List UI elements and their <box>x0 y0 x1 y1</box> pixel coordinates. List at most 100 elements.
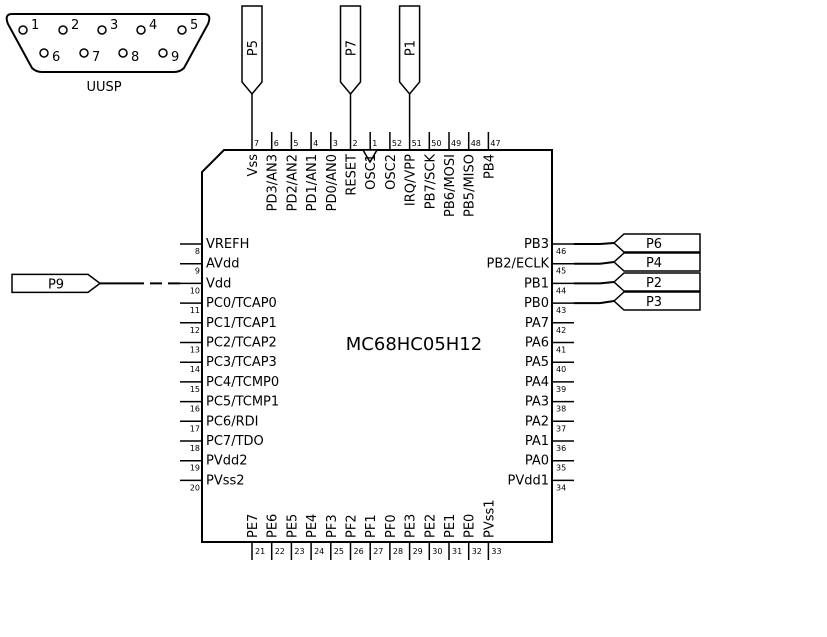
pin-number-35: 35 <box>556 464 566 473</box>
pin-name-47: PB4 <box>482 154 497 179</box>
connector-pin-circle <box>158 48 168 58</box>
pin-name-25: PF3 <box>325 514 340 538</box>
pin-name-10: Vdd <box>206 276 231 291</box>
pin-name-5: PD2/AN2 <box>285 154 300 211</box>
connector-pin-number: 4 <box>149 18 157 33</box>
pin-number-6: 6 <box>274 139 279 148</box>
net-flag-outline <box>11 273 102 294</box>
pin-name-18: PC7/TDO <box>206 434 264 449</box>
pin-name-14: PC3/TCAP3 <box>206 355 277 370</box>
net-flag-label: P7 <box>345 40 360 56</box>
pin-name-24: PE4 <box>305 514 320 538</box>
pin-name-19: PVdd2 <box>206 454 248 469</box>
net-flag-P1: P1 <box>398 5 421 132</box>
pin-name-52: OSC2 <box>384 154 399 190</box>
pin-number-17: 17 <box>190 424 200 433</box>
pin-name-51: IRQ/VPP <box>404 154 419 206</box>
pin-name-27: PF1 <box>364 514 379 538</box>
connector-pin-circle <box>58 25 68 35</box>
net-flag-outline <box>612 291 701 311</box>
net-flag-P9: P9 <box>11 273 180 294</box>
pin-number-50: 50 <box>431 139 441 148</box>
connector-pin-circle <box>79 48 89 58</box>
pin-number-18: 18 <box>190 444 200 453</box>
pin-number-24: 24 <box>314 547 324 556</box>
net-flag-outline <box>612 272 701 292</box>
pin-number-20: 20 <box>190 483 200 492</box>
net-flag-label: P4 <box>646 256 662 271</box>
pin-number-40: 40 <box>556 365 566 374</box>
pin-number-33: 33 <box>491 547 501 556</box>
pin-number-29: 29 <box>413 547 423 556</box>
pin-name-36: PA1 <box>525 434 549 449</box>
pin-name-23: PE5 <box>285 514 300 538</box>
pin-number-45: 45 <box>556 267 566 276</box>
net-flag-outline <box>241 5 263 96</box>
net-flag-P7: P7 <box>339 5 362 132</box>
pin-number-32: 32 <box>472 547 482 556</box>
pin-name-42: PA7 <box>525 316 549 331</box>
pin-name-45: PB2/ECLK <box>487 257 550 272</box>
pin-name-39: PA4 <box>525 375 549 390</box>
net-flag-outline <box>612 252 701 272</box>
pin-name-28: PF0 <box>384 514 399 538</box>
pin-number-31: 31 <box>452 547 462 556</box>
chip-right-pins: 46PB345PB2/ECLK44PB143PB042PA741PA640PA5… <box>487 237 574 492</box>
connector-pin-number: 1 <box>31 18 39 33</box>
pin-name-43: PB0 <box>524 296 549 311</box>
pin-name-31: PE1 <box>443 514 458 538</box>
net-wire <box>574 300 615 305</box>
connector-pin-circle <box>177 25 187 35</box>
net-flag-P4: P4 <box>574 252 701 272</box>
pin-number-12: 12 <box>190 326 200 335</box>
pin-number-2: 2 <box>353 139 358 148</box>
pin-name-48: PB5/MISO <box>463 154 478 217</box>
pin-name-29: PE3 <box>404 514 419 538</box>
pin-number-13: 13 <box>190 346 200 355</box>
pin-name-37: PA2 <box>525 414 549 429</box>
pin-number-36: 36 <box>556 444 566 453</box>
pin-number-52: 52 <box>392 139 402 148</box>
pin-name-38: PA3 <box>525 395 549 410</box>
pin-number-26: 26 <box>354 547 364 556</box>
pin-number-14: 14 <box>190 365 200 374</box>
pin-number-4: 4 <box>313 139 318 148</box>
pin-number-1: 1 <box>372 139 377 148</box>
pin-name-46: PB3 <box>524 237 549 252</box>
pin-name-9: AVdd <box>206 257 239 272</box>
pin-name-11: PC0/TCAP0 <box>206 296 277 311</box>
pin-number-30: 30 <box>432 547 442 556</box>
connector-pin-circle <box>118 48 128 58</box>
pin-name-20: PVss2 <box>206 473 245 488</box>
net-flag-label: P6 <box>646 237 662 252</box>
pin-number-51: 51 <box>412 139 422 148</box>
pin-name-34: PVdd1 <box>507 473 549 488</box>
pin-name-4: PD1/AN1 <box>305 154 320 211</box>
connector-pin-number: 5 <box>190 18 198 33</box>
pin-name-30: PE2 <box>423 514 438 538</box>
chip-name: MC68HC05H12 <box>346 334 482 355</box>
net-flag-outline <box>339 5 362 96</box>
pin-number-10: 10 <box>190 286 200 295</box>
pin-name-16: PC5/TCMP1 <box>206 395 279 410</box>
pin-name-33: PVss1 <box>482 499 497 538</box>
net-flag-outline <box>612 233 701 253</box>
pin-number-23: 23 <box>294 547 304 556</box>
pin-number-27: 27 <box>373 547 383 556</box>
connector-pin-circle <box>136 25 146 35</box>
pin-number-7: 7 <box>254 139 259 148</box>
pin-number-34: 34 <box>556 483 566 492</box>
net-flag-P2: P2 <box>574 272 701 292</box>
net-flag-P5: P5 <box>241 5 263 132</box>
pin-name-17: PC6/RDI <box>206 414 258 429</box>
chip-bottom-pins: 21PE722PE623PE524PE425PF326PF227PF128PF0… <box>246 499 502 560</box>
top-net-flags: P5 P7 P1 <box>241 5 421 132</box>
net-flag-label: P1 <box>404 40 419 56</box>
net-flag-label: P9 <box>48 277 64 292</box>
connector-pin-number: 2 <box>71 18 79 33</box>
